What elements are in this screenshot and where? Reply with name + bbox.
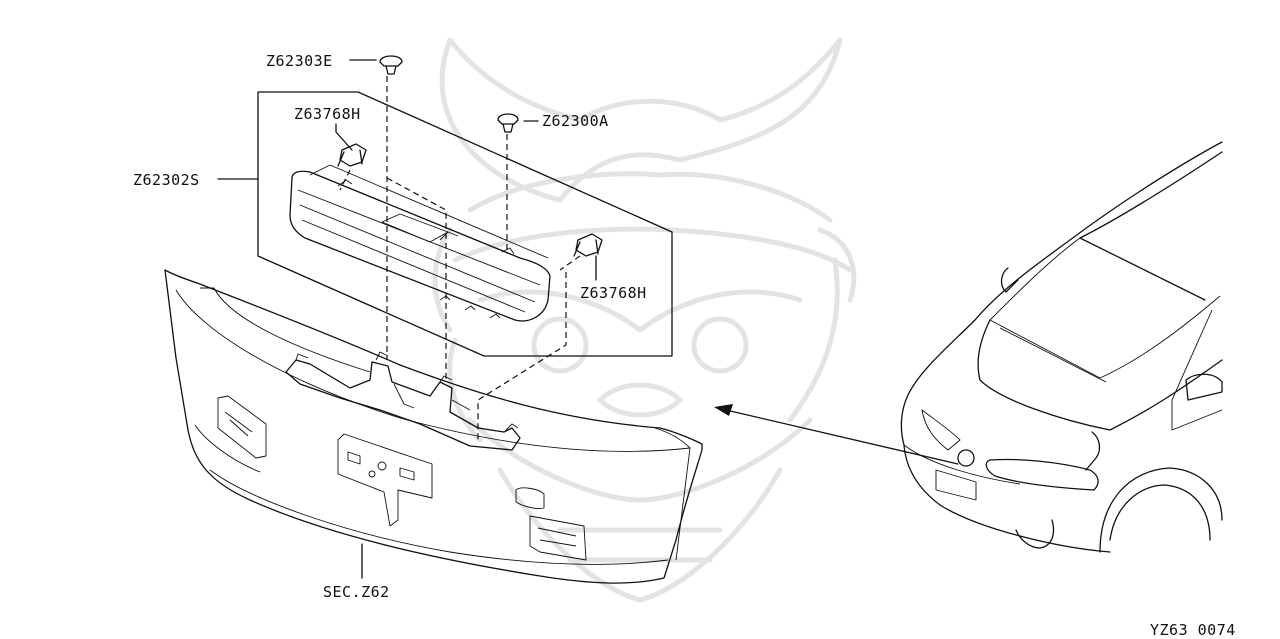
clip-z62300a-icon xyxy=(497,113,519,133)
label-clip-z62300a: Z62300A xyxy=(542,112,609,130)
grille-callout-box xyxy=(257,91,673,357)
clip-z63768h-left-icon xyxy=(337,143,367,167)
clip-z63768h-right-icon xyxy=(573,233,603,257)
label-clip-z63768h-right: Z63768H xyxy=(580,284,647,302)
vehicle-illustration xyxy=(900,141,1223,553)
clip-z62303e-icon xyxy=(379,55,403,75)
label-grille-z62302s: Z62302S xyxy=(133,171,200,189)
samurai-helmet-icon xyxy=(432,37,857,603)
label-bumper-sec-z62: SEC.Z62 xyxy=(323,583,390,601)
leader-lines xyxy=(217,59,597,579)
diagram-reference-id: YZ63 0074 xyxy=(1150,621,1236,639)
assembly-lines xyxy=(339,76,581,440)
label-clip-z63768h-left: Z63768H xyxy=(294,105,361,123)
front-bumper xyxy=(164,269,703,584)
pointer-arrow-icon xyxy=(714,404,959,465)
label-clip-z62303e: Z62303E xyxy=(266,52,333,70)
front-grille xyxy=(289,164,551,322)
